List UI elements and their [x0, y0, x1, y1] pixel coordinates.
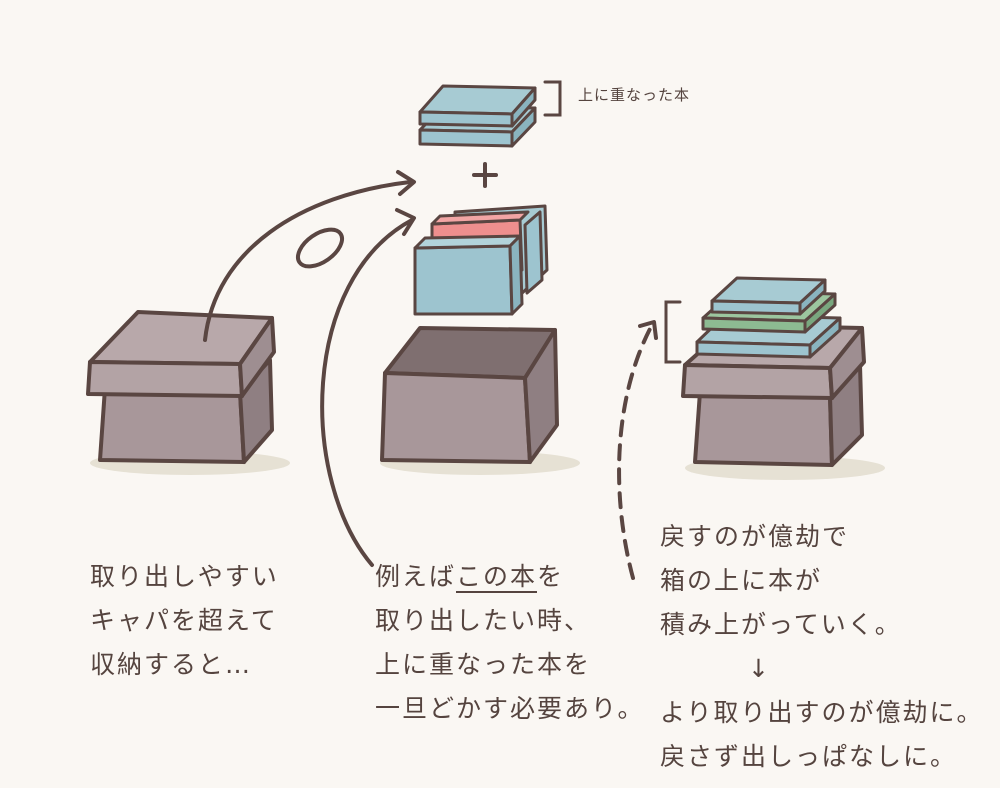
- open-box-middle: [380, 326, 559, 464]
- arrow-dashed-right: [617, 320, 658, 580]
- caption-right-line: 箱の上に本が: [660, 566, 823, 595]
- caption-text: 例えば: [375, 562, 457, 591]
- caption-middle-line: 取り出したい時、: [375, 606, 592, 635]
- caption-middle-line: 一旦どかす必要あり。: [375, 694, 645, 723]
- caption-left-line: キャパを超えて: [90, 606, 278, 635]
- closed-box-left: [86, 310, 276, 464]
- label-top-books: 上に重なった本: [578, 86, 691, 104]
- caption-middle-line: 例えばこの本を: [375, 555, 645, 599]
- top-books: [418, 84, 537, 148]
- caption-middle: 例えばこの本を 取り出したい時、 上に重なった本を 一旦どかす必要あり。: [375, 555, 645, 731]
- caption-text: を: [537, 562, 565, 591]
- bracket-top-books: [543, 80, 562, 117]
- bracket-right-stack: [664, 300, 682, 364]
- arrow-left-to-top: [203, 170, 416, 342]
- plus-sign: [472, 162, 498, 188]
- caption-right-line: 戻すのが億劫で: [660, 522, 850, 551]
- caption-left: 取り出しやすい キャパを超えて 収納すると…: [90, 555, 279, 687]
- arrow-caption-to-books: [320, 208, 416, 567]
- caption-left-line: 取り出しやすい: [90, 562, 279, 591]
- caption-underlined-text: この本: [456, 562, 538, 593]
- closed-box-right: [681, 323, 866, 467]
- caption-middle-line: 上に重なった本を: [375, 650, 592, 679]
- caption-right-line: 戻さず出しっぱなしに。: [660, 742, 958, 771]
- caption-right: 戻すのが億劫で 箱の上に本が 積み上がっていく。 ↓ より取り出すのが億劫に。 …: [660, 515, 984, 779]
- stacked-books-on-box: [695, 276, 842, 359]
- caption-right-line: 積み上がっていく。: [660, 610, 902, 639]
- upright-books: [413, 204, 549, 316]
- down-arrow-icon: ↓: [748, 654, 771, 683]
- caption-right-line: より取り出すのが億劫に。: [660, 698, 984, 727]
- caption-left-line: 収納すると…: [90, 650, 253, 679]
